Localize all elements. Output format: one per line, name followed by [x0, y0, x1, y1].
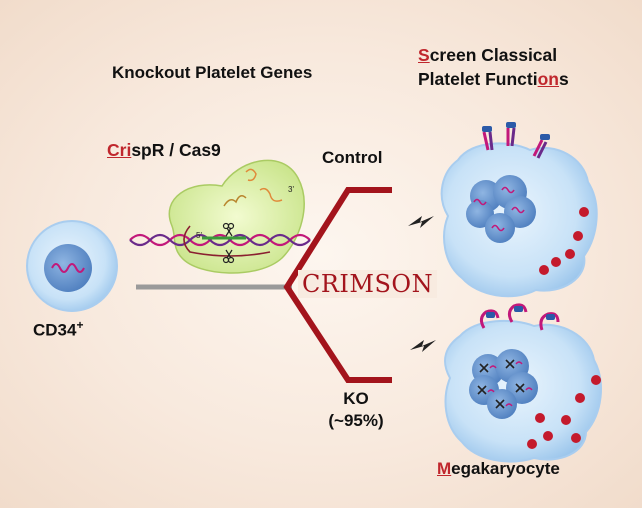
megakaryocyte-accent: M: [437, 459, 452, 478]
ko-label: KO (~95%): [322, 388, 390, 432]
crimson-fork: [283, 187, 392, 383]
screen-title-text: Platelet Functi: [418, 69, 538, 89]
screen-title-line2: Platelet Functions: [418, 67, 569, 91]
cd34-text: CD34: [33, 320, 77, 340]
scissors-icon: [222, 249, 235, 264]
platelet-receptor-icon: [479, 303, 560, 331]
screen-title: Screen Classical Platelet Functions: [418, 43, 569, 91]
cd34-superscript: +: [76, 318, 84, 332]
control-label: Control: [322, 148, 383, 167]
crispr-accent: Cri: [107, 140, 132, 160]
granules: [527, 375, 601, 449]
lightning-icon: [410, 340, 436, 352]
screen-title-text: creen Classical: [429, 45, 558, 65]
screen-title-accent: on: [537, 69, 559, 89]
cas9-complex: [129, 159, 311, 274]
crimson-label: CRIMSON: [298, 270, 438, 298]
megakaryocyte-ko: [444, 319, 602, 463]
knockout-title: Knockout Platelet Genes: [112, 63, 313, 82]
screen-title-accent: S: [418, 45, 430, 65]
platelet-receptor-icon: [482, 122, 550, 159]
ko-label-line2: (~95%): [328, 411, 384, 430]
screen-title-text: s: [559, 69, 569, 89]
screen-title-line1: Screen Classical: [418, 43, 569, 67]
scissors-icon: [222, 222, 235, 237]
three-prime-label: 3': [288, 185, 294, 194]
megakaryocyte-label: Megakaryocyte: [437, 459, 560, 479]
five-prime-label: 5': [196, 231, 202, 240]
megakaryocyte-text: egakaryocyte: [451, 459, 560, 478]
megakaryocyte-control: [440, 142, 598, 298]
crispr-text: spR / Cas9: [131, 140, 221, 160]
cd34-label: CD34+: [33, 318, 83, 341]
ko-label-line1: KO: [343, 389, 369, 408]
crispr-label: CrispR / Cas9: [107, 140, 221, 161]
lightning-icon: [408, 216, 434, 228]
cd34-cell: [26, 220, 118, 312]
granules: [539, 207, 589, 275]
